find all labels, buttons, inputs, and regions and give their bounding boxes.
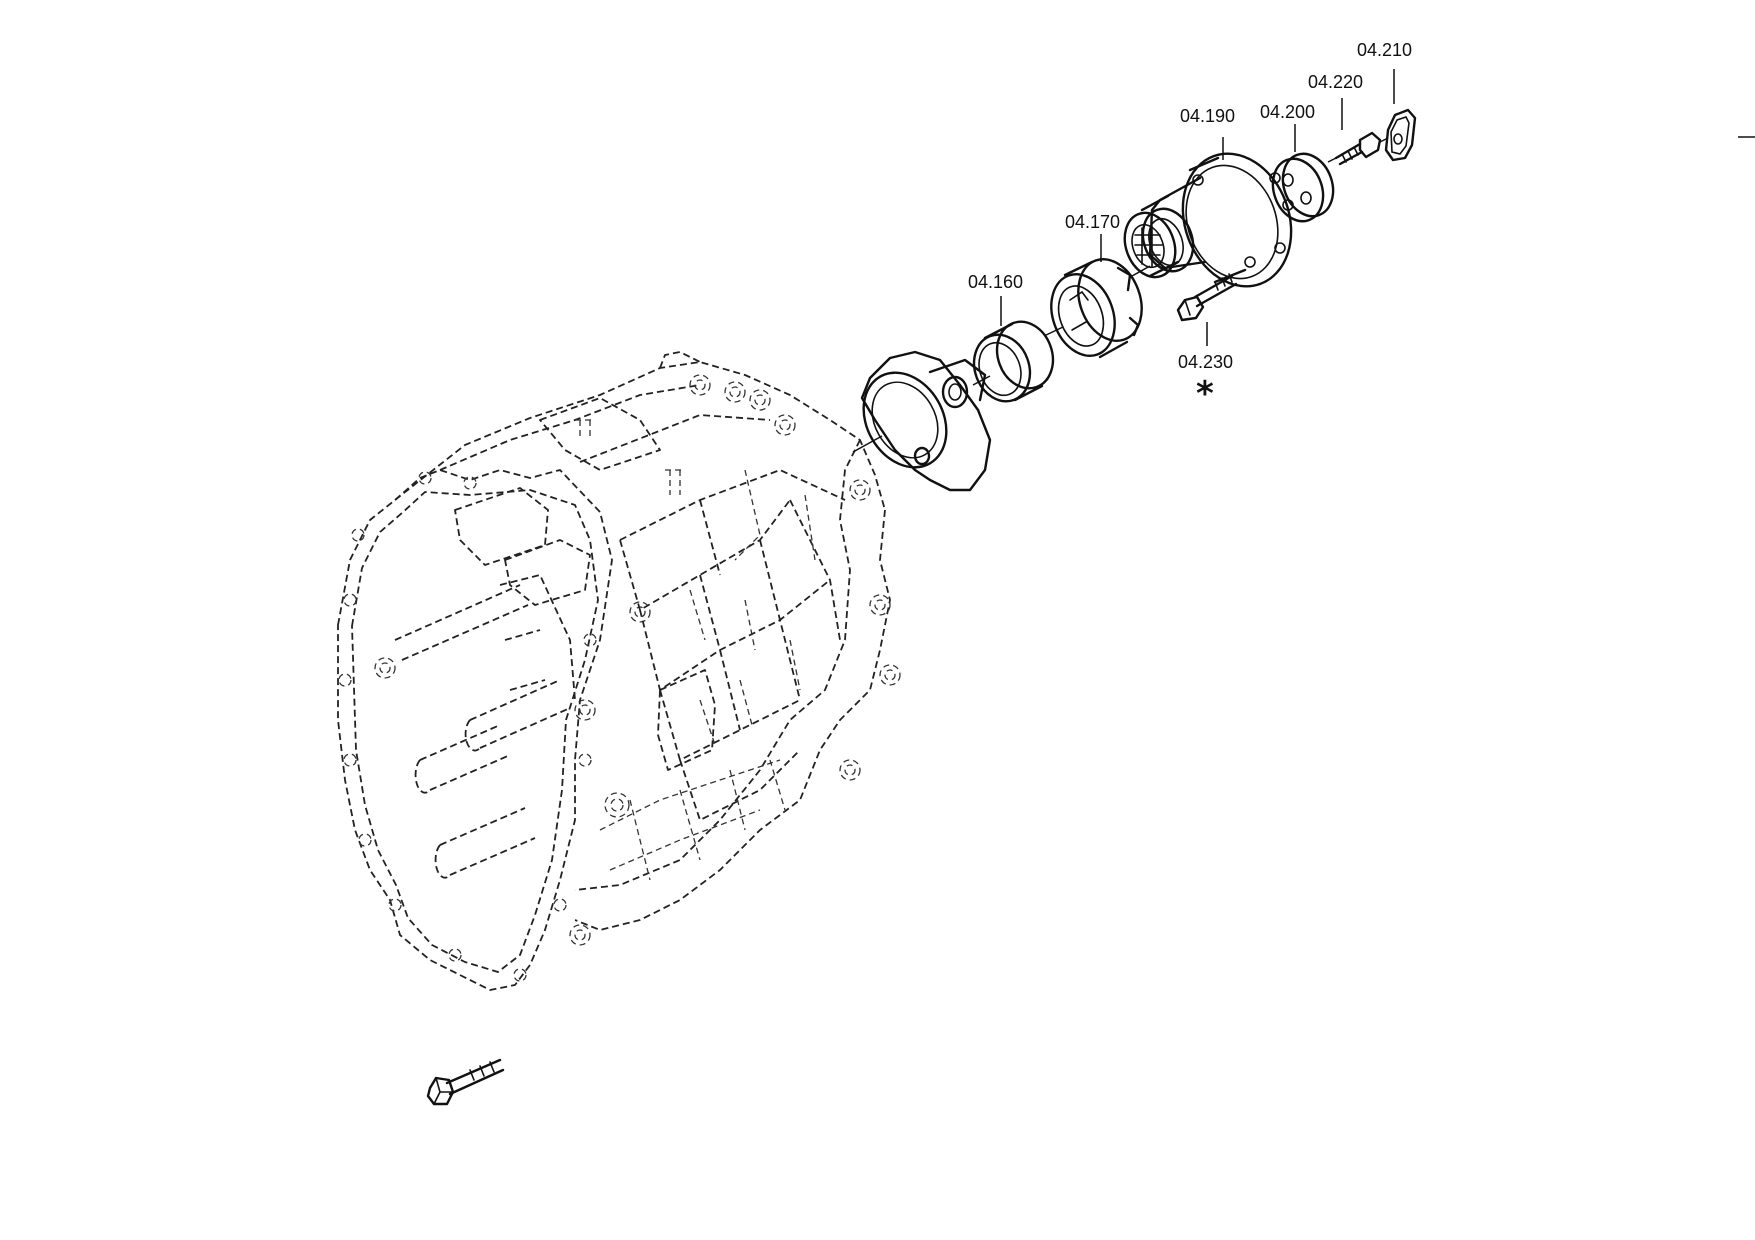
asterisk-mark: * — [1196, 374, 1214, 414]
callout-04-220: 04.220 — [1308, 72, 1363, 92]
lock-plate-04-210 — [1384, 108, 1417, 162]
callout-04-190: 04.190 — [1180, 106, 1235, 126]
assembly-line — [852, 435, 883, 453]
castle-nut-04-170 — [1050, 258, 1143, 359]
bolt-04-220 — [1334, 131, 1382, 166]
ring-04-160 — [972, 320, 1055, 403]
bolt-04-230 — [1176, 273, 1238, 322]
output-flange-04-190 — [1123, 152, 1294, 288]
callout-04-160: 04.160 — [968, 272, 1023, 292]
transmission-housing — [337, 351, 901, 991]
callout-04-210: 04.210 — [1357, 40, 1412, 60]
washer-04-200 — [1271, 152, 1335, 223]
callout-04-170: 04.170 — [1065, 212, 1120, 232]
callout-04-200: 04.200 — [1260, 102, 1315, 122]
callout-04-230: 04.230 — [1178, 352, 1233, 372]
bearing-cover — [860, 350, 992, 492]
housing-bolt — [426, 1058, 505, 1106]
assembly-line — [972, 375, 991, 386]
callout-leaders — [1000, 69, 1395, 346]
assembly-line — [1043, 326, 1064, 337]
